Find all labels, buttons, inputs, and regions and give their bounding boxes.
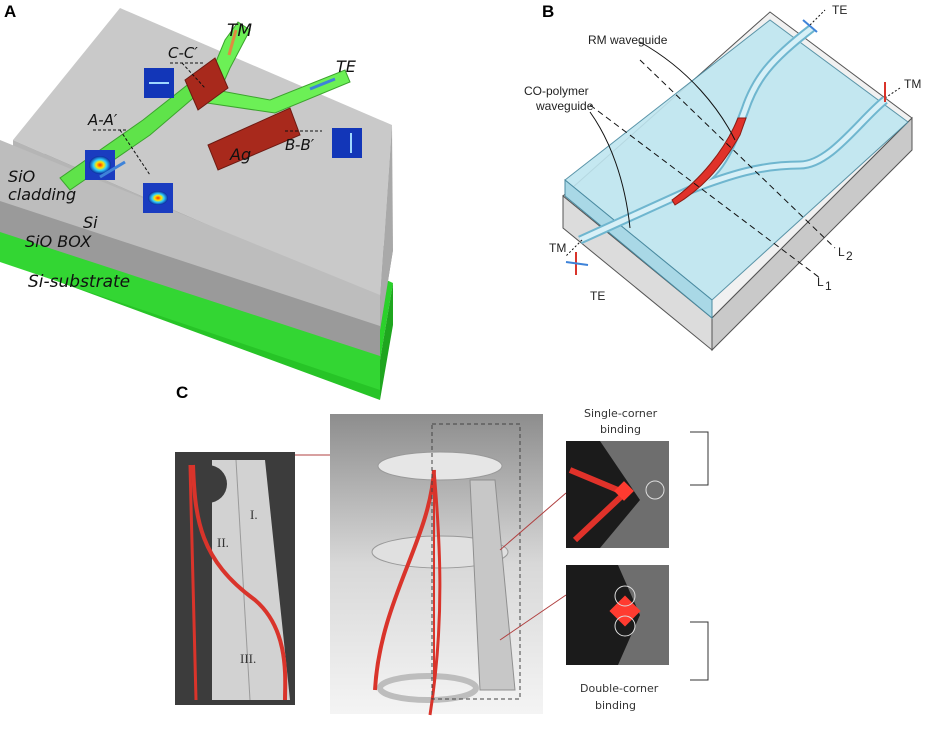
cladding-top: [13, 8, 392, 300]
mode-inset-b: [332, 128, 362, 158]
connector-top: [499, 492, 567, 551]
label-tm-left: TM: [549, 241, 566, 255]
render-top-disc: [377, 451, 503, 481]
te-arrow-a: [309, 77, 336, 91]
label-double-2: binding: [595, 699, 636, 712]
render-red-left: [373, 469, 436, 691]
panel-a: A: [0, 2, 393, 400]
mode-inset-a-profile: [89, 156, 111, 174]
label-te-a: TE: [336, 57, 357, 76]
label-te-top: TE: [832, 3, 847, 17]
inset-single-part: [600, 441, 669, 548]
connector-bottom: [499, 594, 567, 641]
leader-rm: [639, 41, 736, 141]
panel-label-c: C: [176, 383, 188, 402]
label-a-cut: A-A′: [87, 111, 118, 129]
bracket-single: [690, 431, 709, 486]
inset-single-circle: [645, 480, 665, 500]
render-dashed-box: [431, 423, 521, 700]
tm-arrow-a: [227, 29, 238, 56]
label-co-polymer-2: waveguide: [535, 99, 594, 113]
label-sio2-box: SiO BOX: [25, 232, 92, 251]
inset-single-bond: [614, 481, 634, 501]
render-ring: [377, 673, 479, 703]
label-c-cut: C-C′: [168, 44, 198, 62]
bracket-double: [690, 621, 709, 681]
panel-c: C I. II. III.: [175, 383, 709, 716]
label-rm-waveguide: RM waveguide: [588, 33, 668, 47]
label-co-polymer-1: CO-polymer: [524, 84, 589, 98]
cladding-front-band: [0, 140, 380, 326]
closeup-left-curve: [191, 464, 288, 701]
label-substrate: Si-substrate: [28, 272, 130, 292]
leader-co-polymer: [589, 111, 631, 229]
label-l2: L: [838, 245, 845, 259]
substrate-front-band: [0, 230, 380, 390]
tm-right-axis: [884, 87, 901, 99]
te-top-axis: [809, 9, 826, 26]
cut-a-leader: [119, 129, 151, 176]
label-single-2: binding: [600, 423, 641, 436]
section-2: II.: [217, 535, 229, 550]
render-red-center: [428, 469, 442, 716]
label-b-cut: B-B′: [285, 136, 315, 154]
cut-l1: [589, 104, 821, 279]
label-ag: Ag: [229, 145, 251, 164]
box-front-band: [0, 200, 380, 356]
section-3: III.: [240, 651, 256, 666]
label-tm-a: TM: [227, 21, 252, 41]
closeup-left-divider: [235, 459, 251, 701]
label-te-left: TE: [590, 289, 605, 303]
panel-label-b: B: [542, 2, 554, 21]
panel-label-a: A: [4, 2, 16, 21]
rm-waveguide: [671, 117, 747, 206]
te-top-arrow: [802, 19, 818, 33]
label-si: Si: [83, 213, 98, 232]
label-single-1: Single-corner: [584, 407, 658, 420]
chip-side: [711, 116, 913, 352]
substrate-side: [380, 283, 393, 400]
left-axis: [565, 239, 583, 257]
input-arrow-a: [99, 160, 126, 179]
label-sio2-cladding-2: cladding: [8, 185, 76, 204]
panel-b: B TE TM RM waveguide CO-polymer: [524, 2, 921, 352]
closeup-left-beam: [188, 464, 198, 701]
label-sio2-cladding-1: SiO: [8, 167, 35, 186]
inset-double-circle-top: [614, 585, 636, 607]
label-l2-sub: 2: [846, 249, 853, 263]
ag-block-tm: [184, 57, 229, 111]
te-left-arrow: [565, 261, 589, 266]
mode-inset-input-profile: [148, 191, 168, 205]
waveguide-branch-core: [689, 98, 887, 193]
label-double-1: Double-corner: [580, 682, 659, 695]
closeup-left-notch: [189, 465, 227, 503]
label-l1-sub: 1: [825, 279, 832, 293]
section-1: I.: [250, 507, 258, 522]
cladding-side: [380, 125, 393, 330]
label-tm-right: TM: [904, 77, 921, 91]
cladding-glass-front: [564, 178, 713, 320]
cut-c-leader: [181, 62, 206, 89]
label-l1: L: [817, 275, 824, 289]
cut-l2: [639, 59, 836, 249]
ag-block-te: [207, 107, 301, 171]
inset-double-part: [618, 565, 669, 665]
closeup-left-part: [212, 460, 290, 700]
inset-double-circle-bottom: [614, 615, 636, 637]
